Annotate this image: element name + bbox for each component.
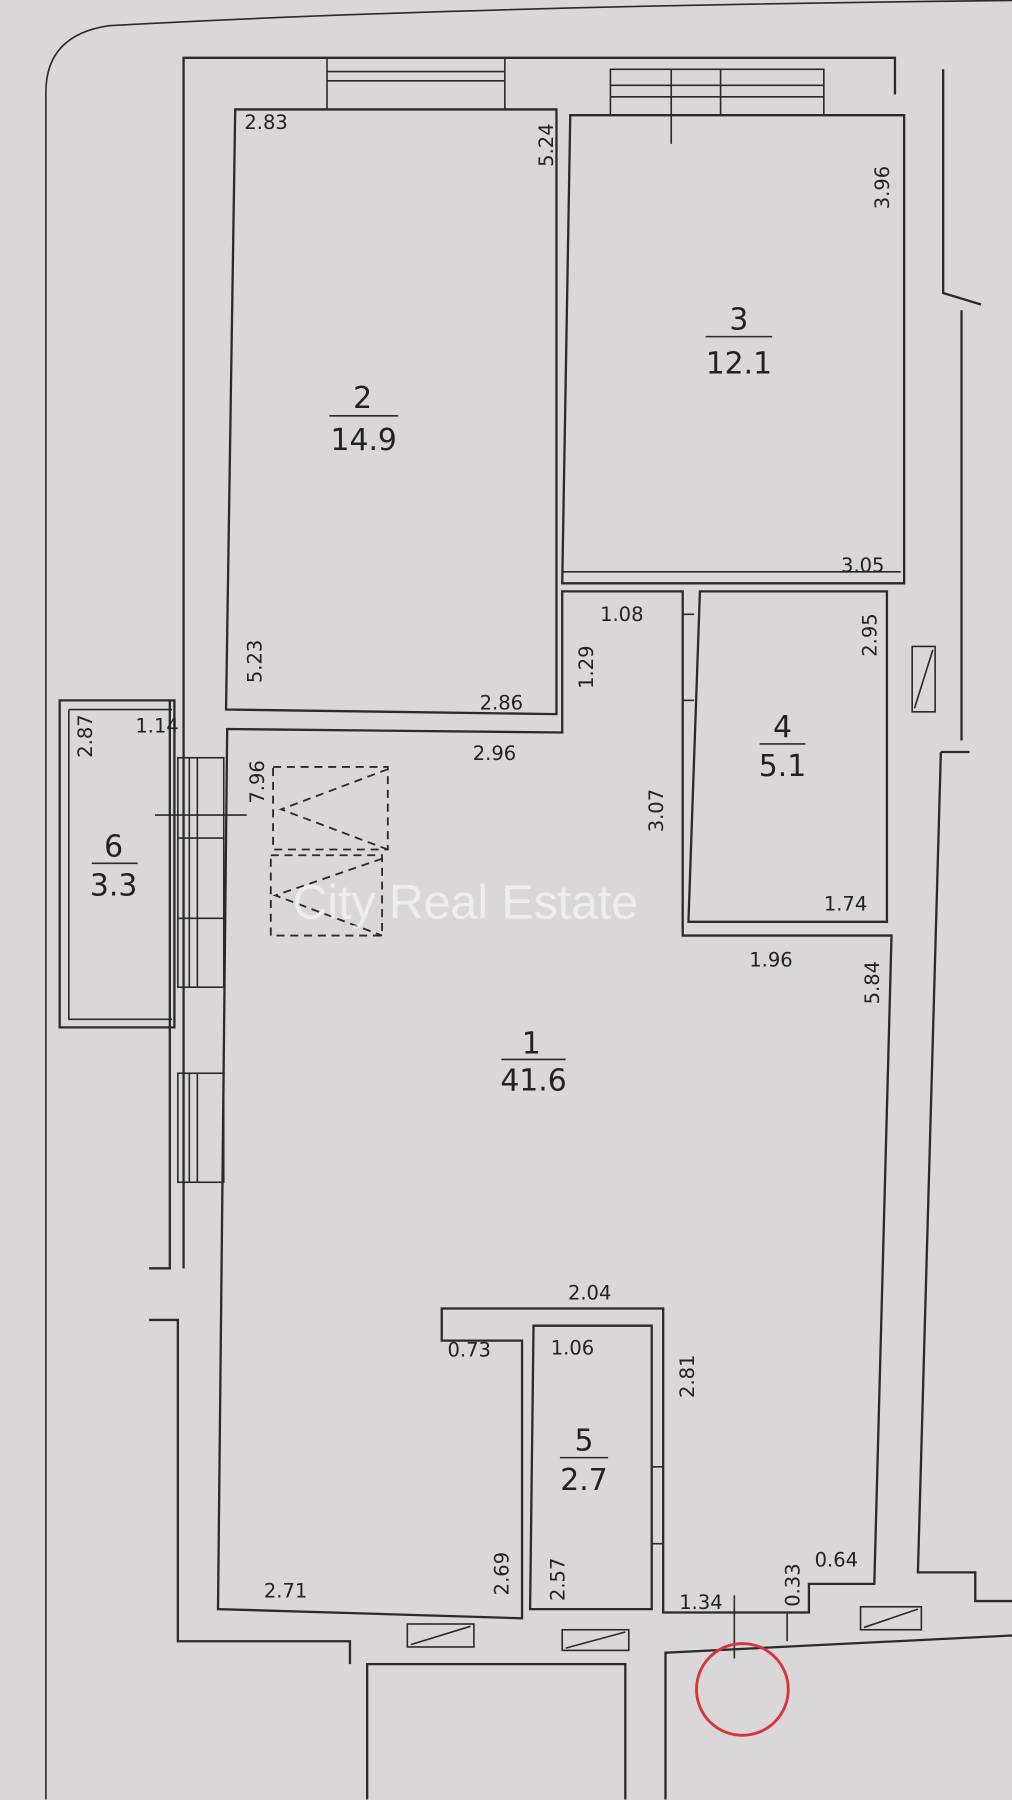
room-2-area: 14.9: [331, 423, 397, 458]
dim-label: 1.96: [749, 949, 792, 972]
dim-label: 0.73: [447, 1339, 490, 1362]
dim-label: 5.84: [861, 961, 884, 1004]
dim-label: 7.96: [246, 760, 269, 803]
room-6-number: 6: [104, 829, 123, 864]
dim-label: 2.95: [859, 613, 882, 656]
room-6-area: 3.3: [90, 868, 137, 903]
room-3-area: 12.1: [706, 346, 772, 381]
dim-label: 0.33: [782, 1563, 805, 1606]
dim-label: 5.24: [535, 123, 558, 166]
dim-label: 2.96: [473, 742, 516, 765]
room-1-number: 1: [522, 1027, 541, 1062]
room-2-number: 2: [353, 381, 372, 416]
dim-label: 2.81: [676, 1355, 699, 1398]
dim-label: 2.04: [568, 1281, 611, 1304]
page-edge: [45, 0, 1012, 1800]
room-5-area: 2.7: [560, 1463, 607, 1498]
dim-label: 2.83: [244, 111, 287, 134]
dim-label: 0.64: [815, 1549, 858, 1572]
dim-label: 1.29: [575, 645, 598, 688]
room-3-number: 3: [729, 303, 748, 338]
dim-label: 3.96: [871, 166, 894, 209]
dimension-labels: 2.83 5.24 5.23 2.86 3.96 3.05 1.08 1.29 …: [74, 111, 894, 1614]
dim-label: 3.07: [645, 789, 668, 832]
dim-label: 1.34: [679, 1591, 722, 1614]
dim-label: 2.57: [547, 1558, 570, 1601]
dim-label: 2.86: [480, 692, 523, 715]
dim-label: 2.87: [74, 714, 97, 757]
dim-label: 1.06: [551, 1336, 594, 1359]
room-1-area: 41.6: [500, 1063, 566, 1098]
dim-label: 1.08: [600, 603, 643, 626]
watermark: City Real Estate: [293, 875, 638, 929]
dim-label: 1.74: [824, 892, 867, 915]
dim-label: 5.23: [244, 640, 267, 683]
red-circle-marker: [695, 1642, 790, 1737]
ventilation-shafts: [406, 645, 936, 1652]
dim-label: 2.71: [264, 1580, 307, 1603]
skylight-markers: [269, 765, 389, 937]
room-5-number: 5: [575, 1424, 594, 1459]
dim-label: 3.05: [841, 554, 884, 577]
room-4-area: 5.1: [759, 749, 806, 784]
dim-label: 2.69: [490, 1552, 513, 1595]
dim-label: 1.14: [135, 714, 178, 737]
walls: [58, 56, 1012, 1800]
room-labels: 1 41.6 2 14.9 3 12.1 4 5.1 5 2.7 6 3.3: [90, 303, 806, 1498]
room-4-number: 4: [773, 710, 792, 745]
